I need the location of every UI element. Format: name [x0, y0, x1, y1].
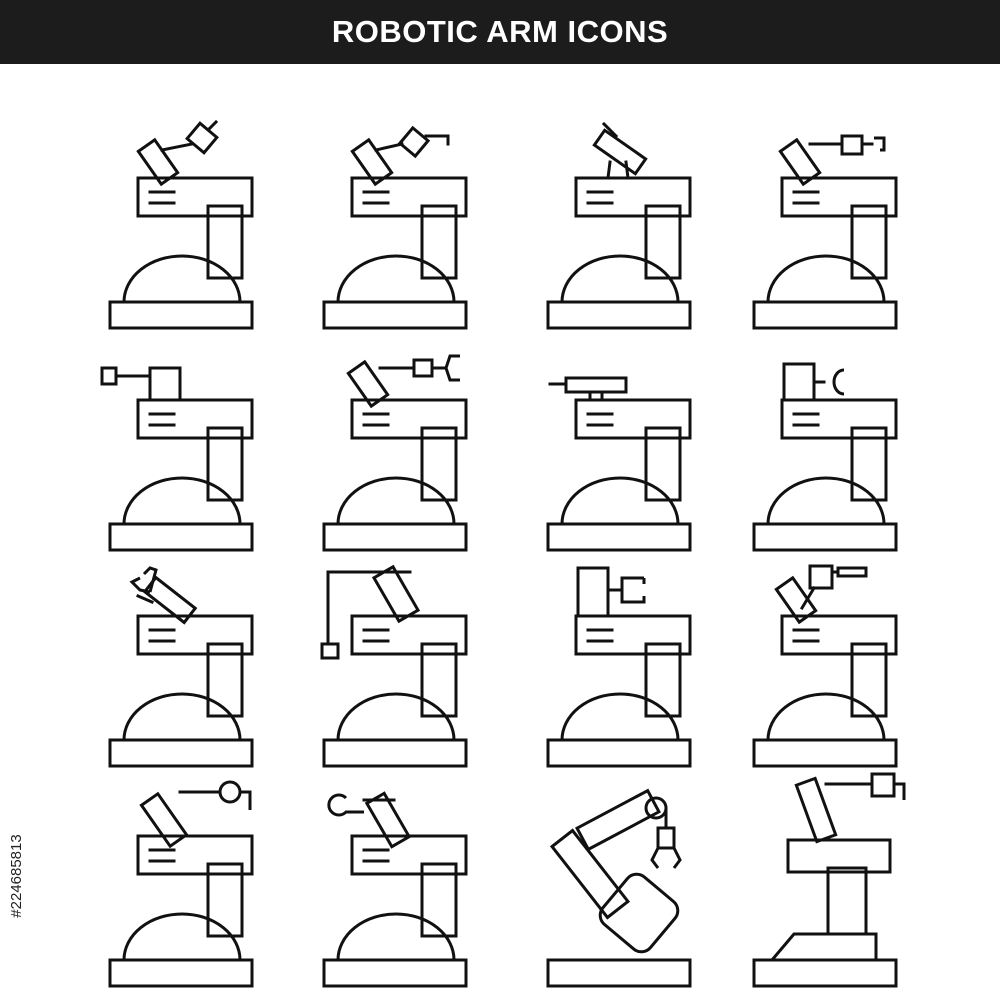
robotic-arm-pincer-icon: [108, 566, 254, 768]
robotic-arm-drill-icon: [546, 376, 692, 552]
header-banner: ROBOTIC ARM ICONS: [0, 0, 1000, 64]
robotic-arm-claw-icon: [322, 354, 468, 552]
stock-id-label: #224685813: [8, 834, 25, 918]
page-title: ROBOTIC ARM ICONS: [331, 14, 669, 49]
robotic-arm-platform-icon: [752, 772, 906, 988]
robotic-arm-tower-gripper-icon: [546, 566, 692, 768]
robotic-arm-clamp-icon: [752, 134, 898, 330]
robotic-arm-crane-hook-icon: [320, 564, 468, 768]
robotic-arm-gripper-hook-icon: [322, 125, 468, 330]
robotic-arm-gripper-tilted-icon: [108, 119, 254, 330]
robotic-arm-ball-joint-icon: [108, 780, 254, 988]
robotic-arm-nozzle-icon: [752, 564, 898, 768]
robotic-arm-industrial-claw-icon: [546, 788, 692, 988]
robotic-arm-welding-torch-icon: [546, 121, 692, 330]
robotic-arm-rear-clamp-icon: [100, 366, 254, 552]
robotic-arm-horseshoe-gripper-icon: [322, 791, 468, 988]
robotic-arm-c-gripper-icon: [752, 362, 898, 552]
